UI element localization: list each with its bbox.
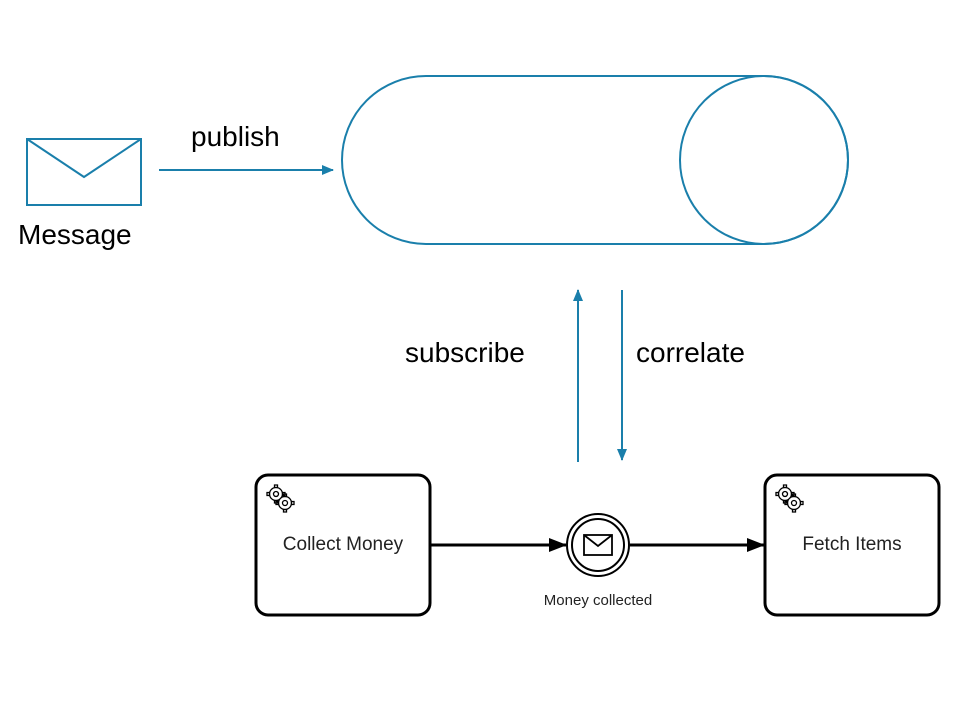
- fetch-items-task[interactable]: [763, 473, 941, 617]
- message-label: Message: [18, 219, 132, 250]
- envelope-icon: [583, 534, 613, 556]
- collect-money-task[interactable]: [254, 473, 432, 617]
- correlate-label: correlate: [636, 337, 745, 368]
- message-envelope-icon: [26, 138, 142, 206]
- message-broker-cylinder: [341, 75, 849, 245]
- gear-icon: [266, 484, 295, 513]
- fetch-items-label: Fetch Items: [802, 534, 902, 555]
- collect-money-label: Collect Money: [282, 534, 404, 555]
- publish-label: publish: [191, 121, 280, 152]
- gear-icon: [775, 484, 804, 513]
- money-collected-label: Money collected: [543, 592, 653, 609]
- subscribe-label: subscribe: [405, 337, 525, 368]
